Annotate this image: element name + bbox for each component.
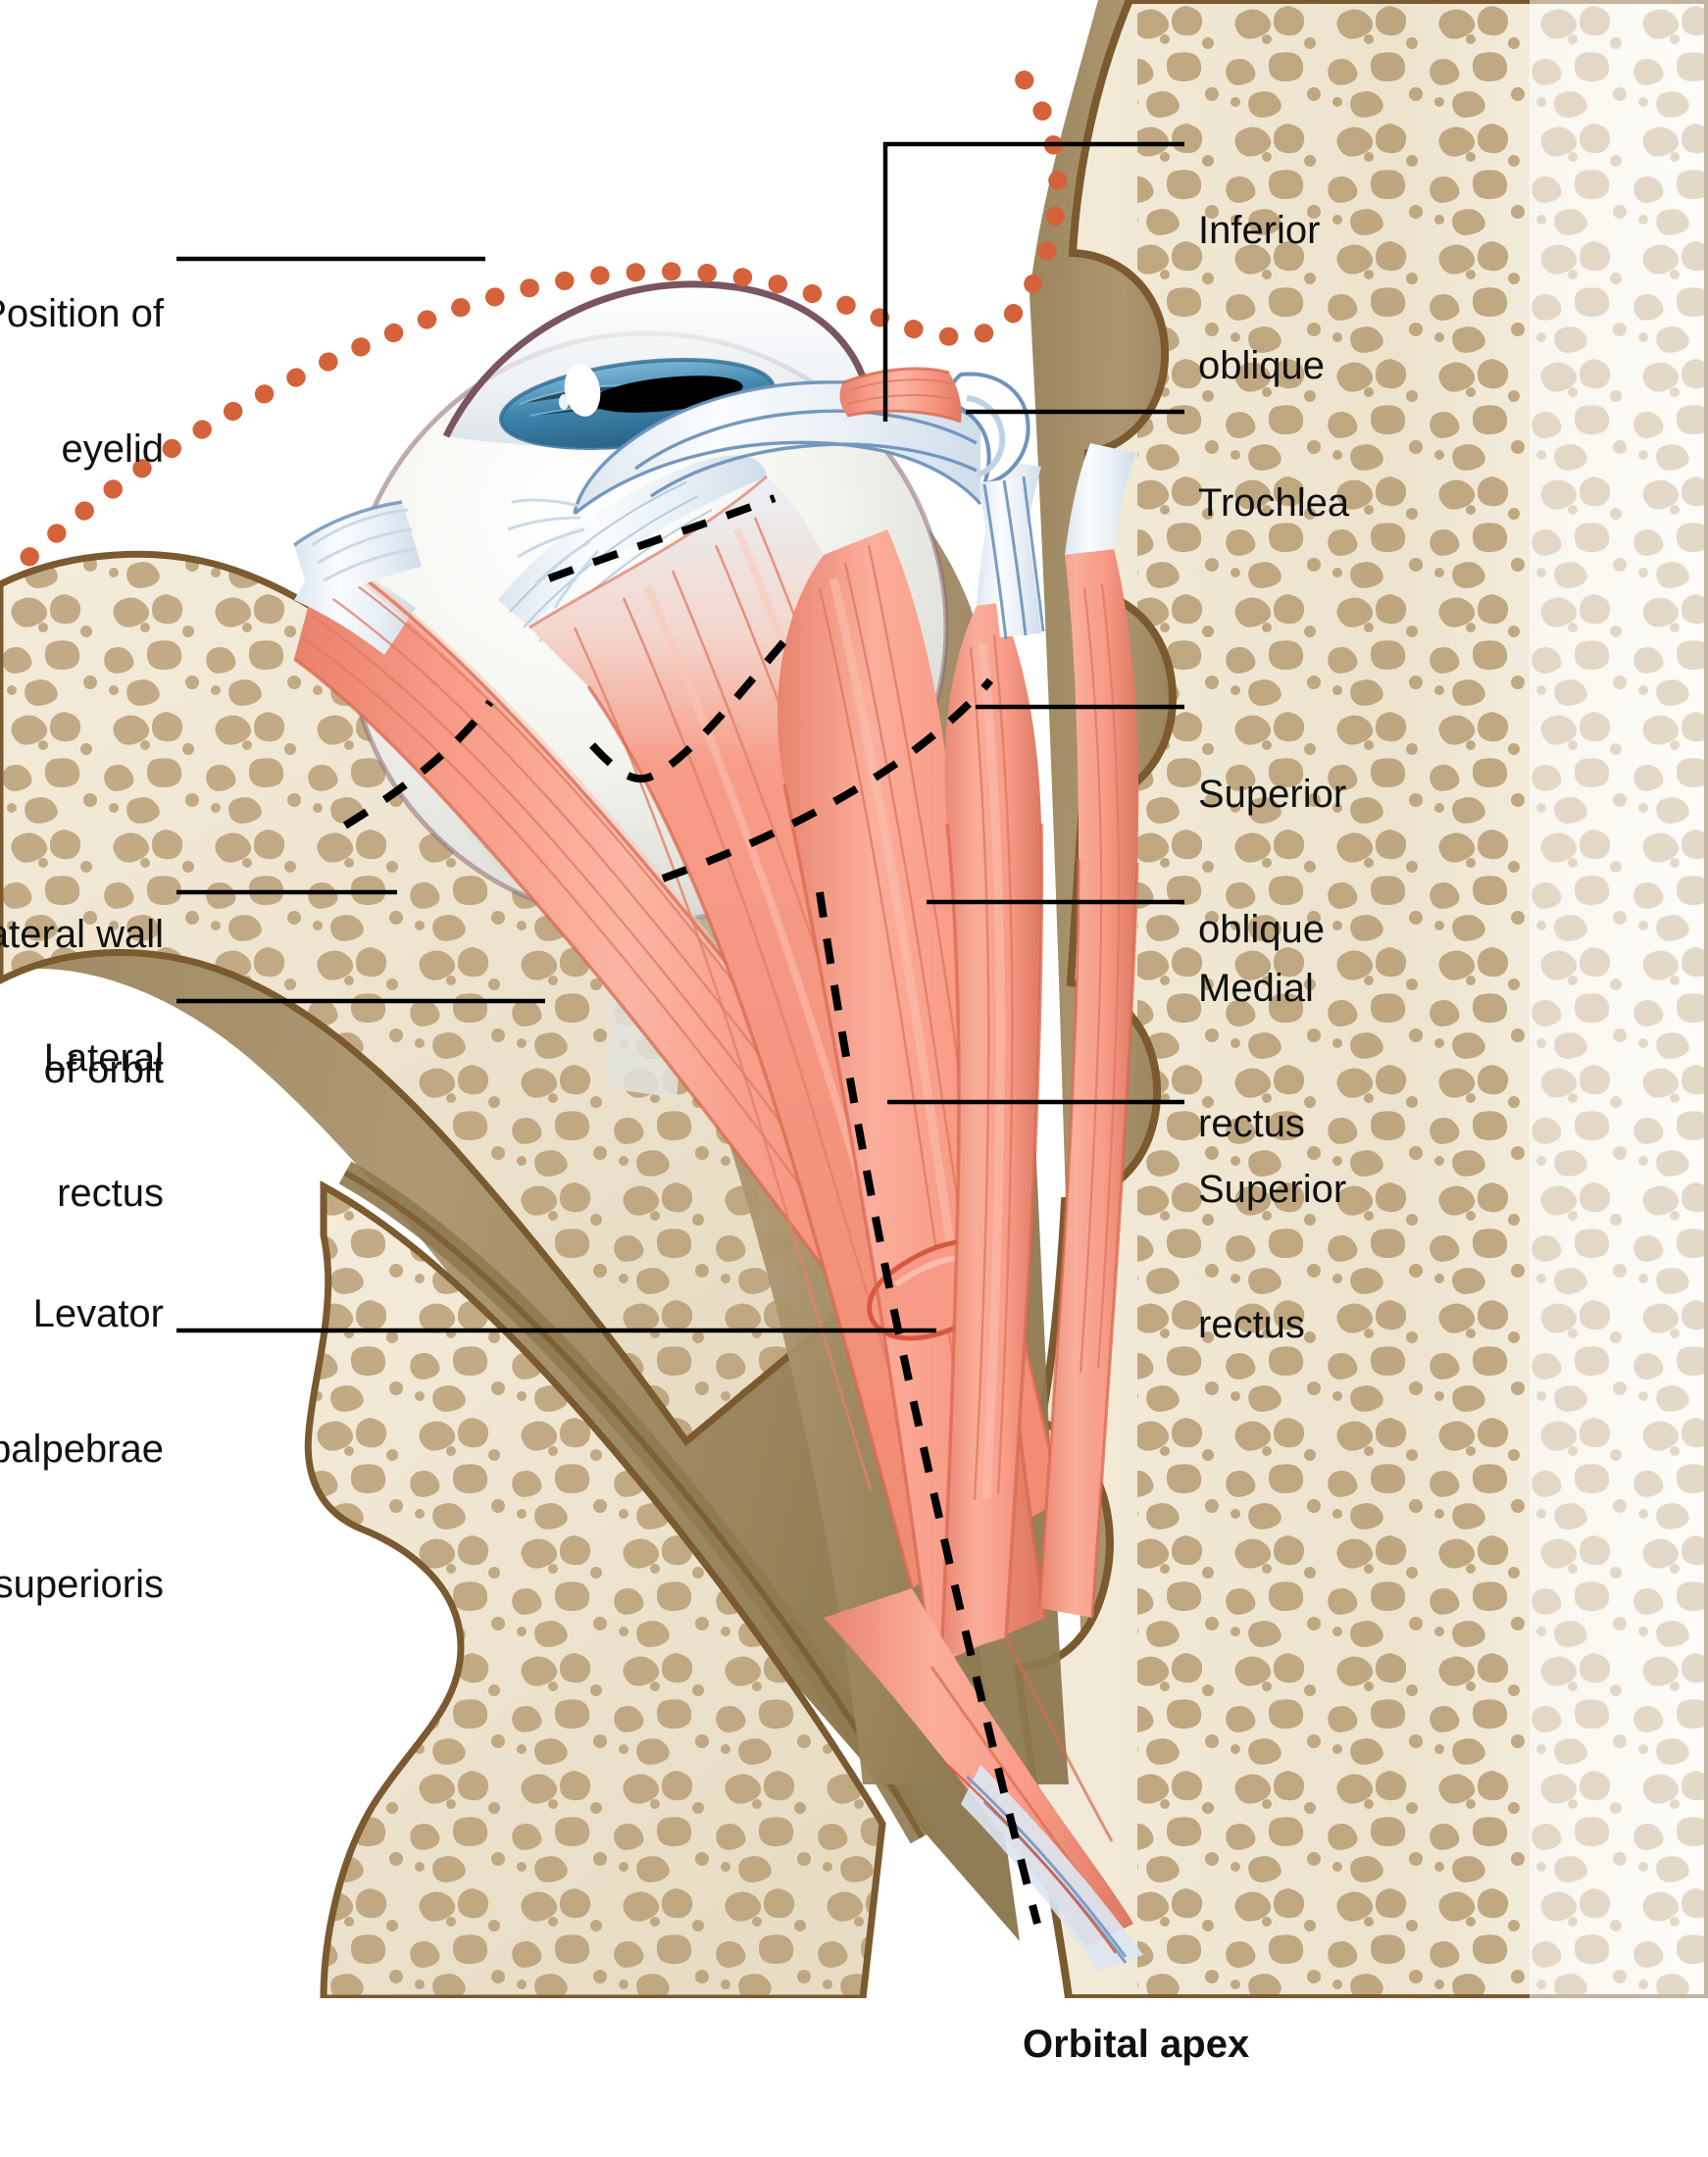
label-orbital-apex: Orbital apex — [1023, 2023, 1250, 2066]
label-superior-rectus: Superior rectus — [1198, 1168, 1347, 1346]
lateral-orbital-wall — [0, 554, 1020, 1998]
label-trochlea: Trochlea — [1198, 481, 1350, 525]
leader-inferior-oblique — [882, 141, 1184, 422]
anatomy-illustration: Position of eyelid Lateral wall of orbit… — [0, 0, 1708, 2066]
label-inferior-oblique: Inferior oblique — [1198, 209, 1326, 387]
scleral-tendon-insertions — [292, 500, 422, 610]
inferior-oblique-muscle — [839, 367, 962, 424]
eyelid-position-dotted-curve — [20, 67, 1068, 567]
label-levator-palpebrae-superioris: Levator palpebrae superioris — [0, 1292, 164, 1606]
leader-lines — [176, 141, 1184, 1333]
label-superior-oblique: Superior oblique — [1198, 773, 1347, 951]
illustration-canvas — [0, 0, 1708, 1998]
cut-line-dashes — [342, 494, 1041, 1926]
label-lateral-wall-of-orbit: Lateral wall of orbit — [0, 913, 164, 1091]
label-medial-rectus: Medial rectus — [1198, 967, 1314, 1145]
label-position-of-eyelid: Position of eyelid — [0, 292, 164, 471]
superior-oblique-muscle — [507, 372, 1139, 1619]
trochlea-pulley — [942, 372, 1045, 640]
label-lateral-rectus: Lateral rectus — [43, 1036, 164, 1215]
